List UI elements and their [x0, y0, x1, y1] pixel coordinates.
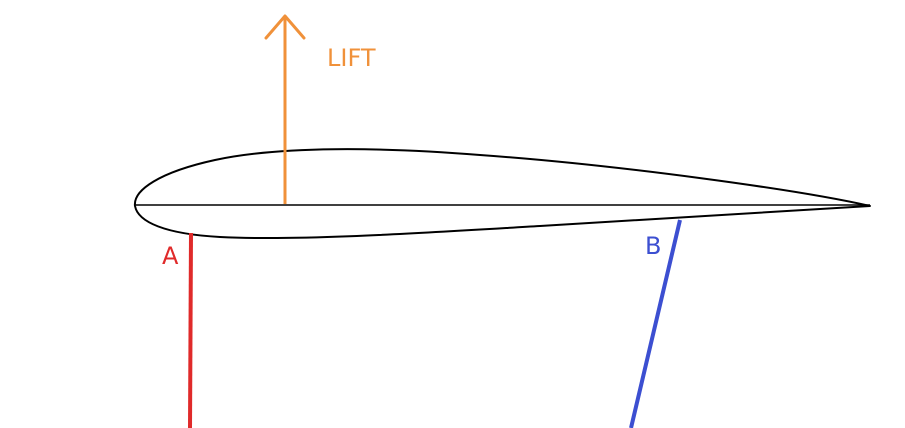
strut-a-label: A: [162, 242, 179, 270]
lift-arrow: [264, 14, 306, 204]
strut-b-label: B: [645, 232, 661, 260]
strut-a: [188, 232, 193, 428]
lift-arrow-head: [264, 14, 306, 40]
lift-label: LIFT: [327, 44, 376, 72]
strut-b: [629, 219, 682, 428]
airfoil-outline: [133, 148, 871, 240]
